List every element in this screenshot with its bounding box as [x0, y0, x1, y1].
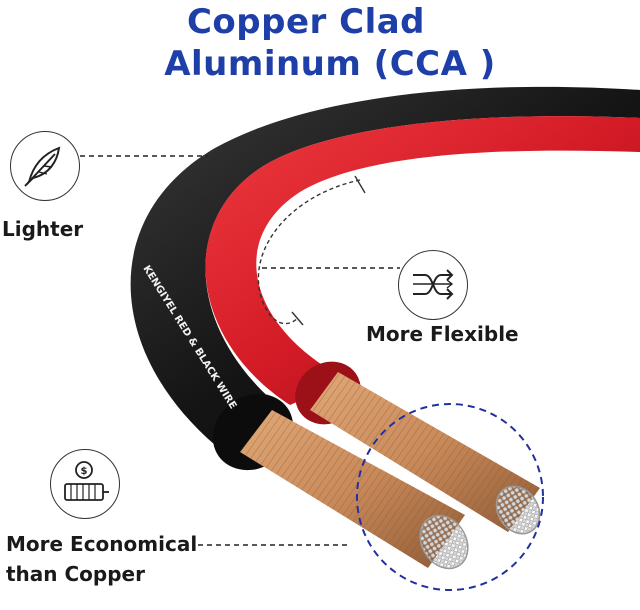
copper-end-black	[419, 514, 469, 570]
title-line-2: Aluminum (CCA )	[164, 44, 496, 84]
svg-text:$: $	[81, 466, 88, 477]
lighter-label: Lighter	[2, 217, 84, 241]
flexible-label: More Flexible	[366, 322, 519, 346]
feather-icon	[10, 131, 80, 201]
economical-label-line1: More Economical	[6, 532, 198, 556]
bend-radius-arc	[257, 179, 361, 325]
coin-wire-spool-icon: $	[50, 449, 120, 519]
black-wire-jacket	[130, 86, 640, 446]
title-line-1: Copper Clad	[186, 2, 426, 42]
red-wire-jacket	[205, 116, 640, 405]
copper-end-red	[495, 485, 541, 535]
highlight-circle	[356, 403, 544, 591]
economical-label-line2: than Copper	[6, 562, 145, 586]
flexible-arrows-icon	[398, 250, 468, 320]
